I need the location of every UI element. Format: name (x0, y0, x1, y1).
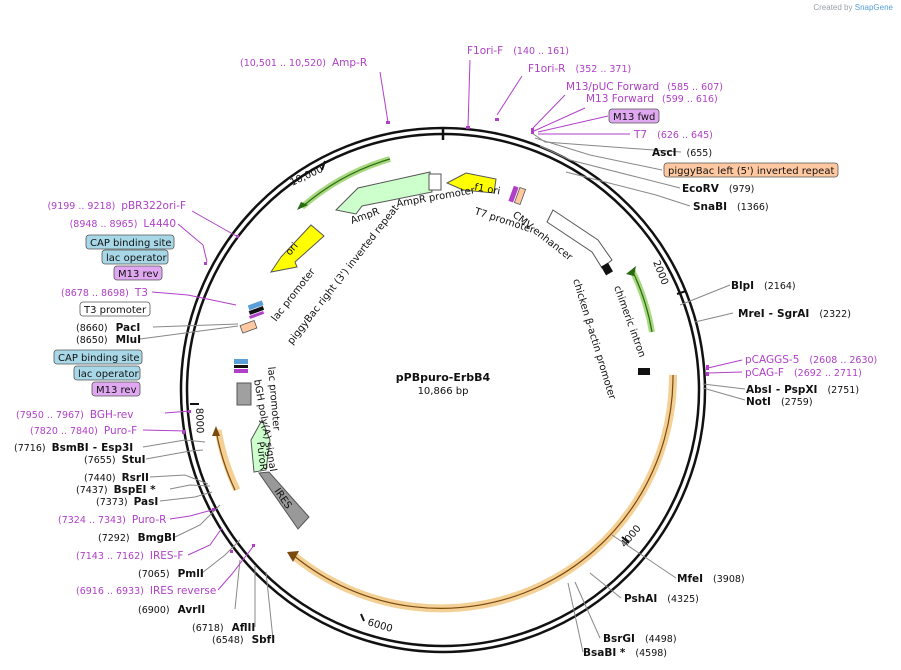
chimeric-intron-marker (638, 368, 650, 375)
site-pmli: (7065)PmlI (138, 568, 204, 580)
bgh-block (236, 382, 252, 406)
credit-brand: SnapGene (854, 3, 893, 12)
site-mfei: MfeI(3908) (677, 573, 745, 585)
site-leaders (139, 132, 746, 653)
tick-marks (190, 160, 687, 622)
t3-promoter-label: T3 promoter (83, 305, 147, 316)
primer-leaders (142, 59, 743, 591)
ori-arrow (269, 224, 325, 273)
lac-operator-box-1 (101, 249, 169, 265)
cap-binding-label-2: CAP binding site (58, 353, 140, 364)
puror-arrow (250, 418, 271, 473)
tick-label-6000: 6000 (366, 617, 393, 635)
m13-fwd-box (608, 108, 660, 124)
primer-f1ori-f: F1ori-F(140 .. 161) (467, 45, 569, 57)
site-ecorv: EcoRV(979) (682, 183, 754, 195)
site-blpi: BlpI(2164) (731, 280, 796, 292)
cmv-enhancer-arrow (546, 209, 613, 269)
f1-ori-label: f1 ori (473, 182, 501, 197)
site-bsmbi-esp3i: (7716)BsmBI-Esp3I (14, 442, 133, 454)
primer-puro-f: (7820 .. 7840)Puro-F (30, 425, 137, 437)
site-absi-pspxi: AbsI-PspXI(2751) (746, 384, 859, 396)
cap-binding-box-2 (53, 349, 143, 365)
puror-label: PuroR (254, 441, 268, 471)
site-avrii: (6900)AvrII (138, 604, 205, 616)
primer-t3: (8678 .. 8698)T3 (61, 287, 148, 299)
site-stui: (7655)StuI (84, 454, 146, 466)
top-green-arrow (297, 202, 308, 210)
primer-m13-forward: M13 Forward(599 .. 616) (586, 93, 718, 105)
site-bspei: (7437)BspEI * (76, 484, 156, 496)
piggybac-left-box (663, 162, 839, 178)
site-snabi: SnaBI(1366) (693, 201, 769, 213)
primer-pcag-f: pCAG-F(2692 .. 2711) (745, 367, 862, 379)
chicken-promoter-marker (601, 262, 613, 276)
piggybac-left-label: piggyBac left (5') inverted repeat (668, 166, 834, 177)
credit-prefix: Created by (813, 3, 853, 12)
snapgene-credit: Created by SnapGene (813, 3, 893, 12)
top-green-line (301, 158, 391, 208)
ires-arrow (258, 471, 310, 530)
tick-label-10000: 10,000 (289, 164, 325, 189)
site-aflii: (6718)AflII (192, 622, 255, 634)
primer-m13-puc: M13/pUC Forward(585 .. 607) (566, 81, 723, 93)
f1-ori-arrow (445, 172, 497, 194)
mid-left-markers (234, 359, 248, 373)
site-pshai: PshAI(4325) (624, 593, 699, 605)
erbb4-cds-arc (290, 374, 678, 613)
site-pasi: (7373)PasI (96, 496, 158, 508)
m13-rev-label-1: M13 rev (118, 269, 159, 280)
site-bsabi: BsaBI *(4598) (583, 647, 667, 659)
t3-promoter-box (79, 301, 151, 317)
primer-f1ori-r: F1ori-R(352 .. 371) (528, 63, 631, 75)
site-sbfi: (6548)SbfI (212, 634, 275, 646)
site-bmgbi: (7292)BmgBI (98, 532, 176, 544)
site-mlui: (8650)MluI (76, 334, 141, 346)
ampr-arrow (334, 171, 433, 215)
primer-ires-reverse: (6916 .. 6933)IRES reverse (76, 585, 216, 597)
site-rsrii: (7440)RsrII (84, 472, 149, 484)
primer-amp-r: (10,501 .. 10,520)Amp-R (240, 57, 367, 69)
puro-orange-arrow (212, 426, 220, 436)
primer-ires-f: (7143 .. 7162)IRES-F (76, 550, 183, 562)
m13-rev-label-2: M13 rev (96, 385, 137, 396)
erbb4-cds-line (292, 374, 674, 609)
primer-l4440: (8948 .. 8965)L4440 (70, 218, 176, 230)
chicken-promoter-label: chicken β-actin promoter (570, 278, 617, 402)
tick-label-8000: 8000 (193, 408, 205, 434)
cap-binding-label-1: CAP binding site (90, 238, 172, 249)
primer-pbr322ori-f: (9199 .. 9218)pBR322ori-F (47, 200, 186, 212)
tick-label-2000: 2000 (650, 259, 670, 287)
erbb4-cds-arrow (287, 551, 299, 562)
cap-binding-box-1 (85, 234, 175, 250)
lac-operator-label-2: lac operator (78, 369, 139, 380)
top-right-markers (508, 185, 527, 206)
chimeric-intron-arrow (626, 266, 636, 276)
m13-rev-box-2 (91, 381, 141, 397)
lac-operator-label-1: lac operator (106, 253, 167, 264)
primer-bgh-rev: (7950 .. 7967)BGH-rev (16, 409, 133, 421)
site-bsrgi: BsrGI(4498) (603, 633, 677, 645)
site-asci: AscI(655) (652, 147, 712, 159)
primer-pcaggs-5: pCAGGS-5(2608 .. 2630) (745, 354, 877, 366)
plasmid-name: pPBpuro-ErbB4 (396, 371, 491, 384)
plasmid-size: 10,866 bp (418, 386, 469, 397)
m13-fwd-box-label: M13 fwd (613, 112, 655, 123)
site-paci: (8660)PacI (76, 322, 140, 334)
primer-t7: T7(626 .. 645) (633, 129, 713, 141)
m13-rev-box-1 (113, 265, 163, 281)
lac-operator-box-2 (73, 365, 141, 381)
site-mrei-sgrai: MreI-SgrAI(2322) (738, 308, 851, 320)
primer-puro-r: (7324 .. 7343)Puro-R (58, 514, 166, 526)
primer-ticks (182, 118, 709, 553)
upper-left-markers (239, 300, 265, 334)
ampr-promoter-box (428, 173, 442, 191)
site-noti: NotI(2759) (746, 396, 813, 408)
puro-orange-arc (214, 429, 241, 492)
